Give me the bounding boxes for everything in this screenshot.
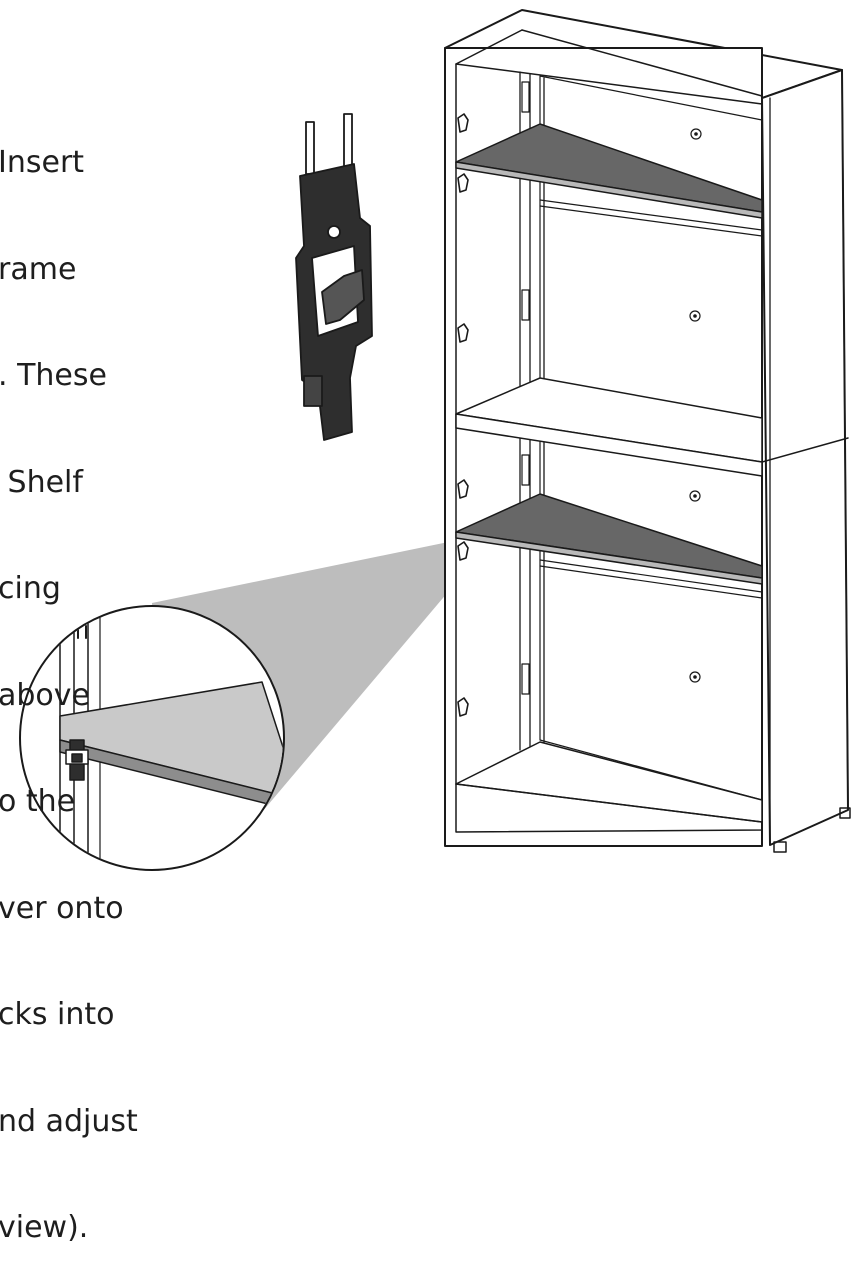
frame-brackets bbox=[457, 113, 469, 717]
zoom-bracket-icon bbox=[65, 739, 89, 781]
instruction-line-5: cing bbox=[0, 571, 61, 606]
middle-divider bbox=[455, 377, 849, 477]
upper-shelf bbox=[455, 123, 763, 219]
cabinet bbox=[444, 9, 851, 853]
back-rails bbox=[539, 199, 763, 599]
cabinet-inner-opening bbox=[455, 63, 763, 833]
instruction-line-6: above bbox=[0, 677, 90, 713]
foot bbox=[773, 841, 787, 853]
instruction-line-2: rame bbox=[0, 251, 77, 287]
zoom-shelf bbox=[59, 681, 283, 801]
instruction-line-11: view). bbox=[0, 1210, 89, 1245]
instruction-line-9: cks into bbox=[0, 997, 115, 1032]
instruction-line-7: o the bbox=[0, 784, 76, 819]
instruction-line-3: . These bbox=[0, 358, 107, 393]
shelf-bracket-clip-icon bbox=[295, 113, 373, 441]
instruction-line-1: Insert bbox=[0, 145, 85, 180]
foot bbox=[839, 807, 851, 819]
bottom-panel bbox=[455, 741, 763, 823]
lower-shelf bbox=[455, 493, 763, 585]
assembly-diagram bbox=[19, 9, 851, 871]
cam-fittings bbox=[689, 128, 702, 683]
zoom-detail bbox=[19, 605, 285, 871]
instruction-line-8: ver onto bbox=[0, 890, 124, 926]
instruction-line-10: nd adjust bbox=[0, 1103, 138, 1139]
instruction-text: Insert rame . These Shelf cing above o t… bbox=[0, 74, 248, 1281]
rail-clips bbox=[521, 81, 530, 695]
cabinet-right-side bbox=[761, 69, 849, 846]
instruction-line-4: Shelf bbox=[0, 464, 83, 500]
